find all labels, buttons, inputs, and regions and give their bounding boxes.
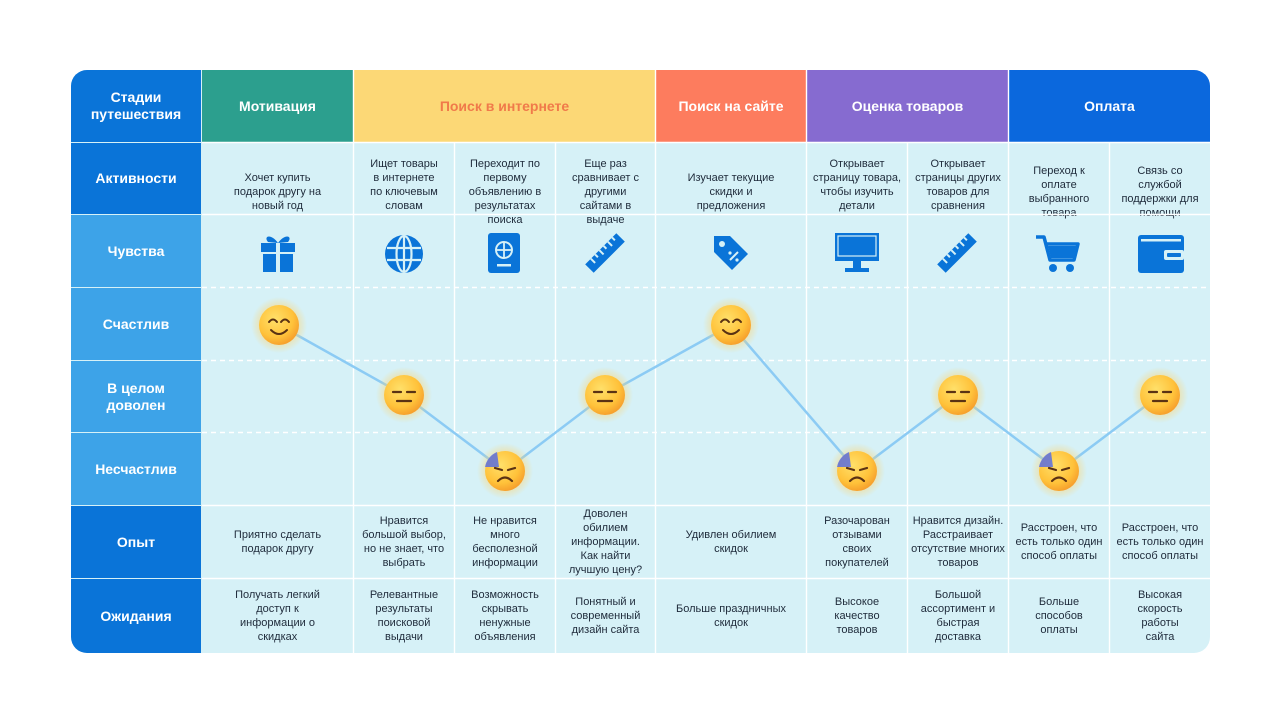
customer-journey-map: Стадии путешествия Активности Чувства Сч… [71,70,1210,653]
emoji-sad-icon [1031,443,1087,499]
emoji-neutral-icon [930,367,986,423]
ruler-icon [937,233,977,278]
monitor-icon [835,233,879,278]
expectation-cell: Больше способов оплаты [1035,596,1083,636]
passport-icon [488,233,520,278]
emoji-neutral-icon [1132,367,1188,423]
row-label-activities: Активности [71,143,201,214]
activity-cell: Открывает страницу товара, чтобы изучить… [813,158,902,212]
expectation-cell: Релевантные результаты поисковой выдачи [369,589,439,643]
row-label-feelings: Чувства [71,215,201,287]
activity-cell: Ищет товары в интернете по ключевым слов… [370,158,438,212]
row-label-stages: Стадии путешествия [71,70,201,142]
experience-cell: Приятно сделать подарок другу [233,529,322,555]
expectation-cell: Высокая скорость работы сайта [1137,589,1183,643]
experience-cell: Удивлен обилием скидок [685,529,777,555]
stage-search-site: Поиск на сайте [656,70,806,142]
stage-evaluation: Оценка товаров [807,70,1008,142]
emoji-happy-icon [703,297,759,353]
ruler-icon [585,233,625,278]
cart-icon [1036,234,1080,279]
experience-cell: Нравится дизайн. Расстраивает отсутствие… [911,515,1005,569]
row-label-unhappy: Несчастлив [71,433,201,505]
stage-motivation: Мотивация [202,70,353,142]
experience-cell: Расстроен, что есть только один способ о… [1116,522,1204,562]
activity-cell: Открывает страницы других товаров для ср… [915,158,1001,212]
emoji-neutral-icon [577,367,633,423]
activity-cell: Изучает текущие скидки и предложения [687,172,775,212]
emoji-sad-icon [477,443,533,499]
expectation-cell: Высокое качество товаров [834,596,880,636]
expectation-cell: Получать легкий доступ к информации о ск… [235,589,320,643]
discount-tag-icon [710,232,752,279]
emoji-neutral-icon [376,367,432,423]
experience-cell: Не нравится много бесполезной информации [472,515,538,569]
expectation-cell: Понятный и современный дизайн сайта [570,596,641,636]
experience-cell: Нравится большой выбор, но не знает, что… [362,515,446,569]
stage-search-web: Поиск в интернете [354,70,655,142]
emotion-curve [251,297,1188,499]
activity-cell: Хочет купить подарок другу на новый год [233,172,322,212]
experience-cell: Разочарован отзывами своих покупателей [824,515,890,569]
experience-cell: Расстроен, что есть только один способ о… [1015,522,1103,562]
gift-icon [259,233,297,278]
expectation-cell: Больше праздничных скидок [676,603,786,629]
experience-cell: Доволен обилием информации. Как найти лу… [568,508,643,576]
row-label-happy: Счастлив [71,288,201,360]
expectation-cell: Возможность скрывать ненужные объявления [471,589,539,643]
stage-payment: Оплата [1009,70,1210,142]
row-label-satisfied: В целом доволен [71,361,201,432]
expectation-cell: Большой ассортимент и быстрая доставка [920,589,996,643]
row-label-expectations: Ожидания [71,579,201,653]
globe-icon [384,234,424,279]
emoji-happy-icon [251,297,307,353]
emoji-sad-icon [829,443,885,499]
wallet-icon [1138,235,1184,278]
row-label-experience: Опыт [71,506,201,578]
